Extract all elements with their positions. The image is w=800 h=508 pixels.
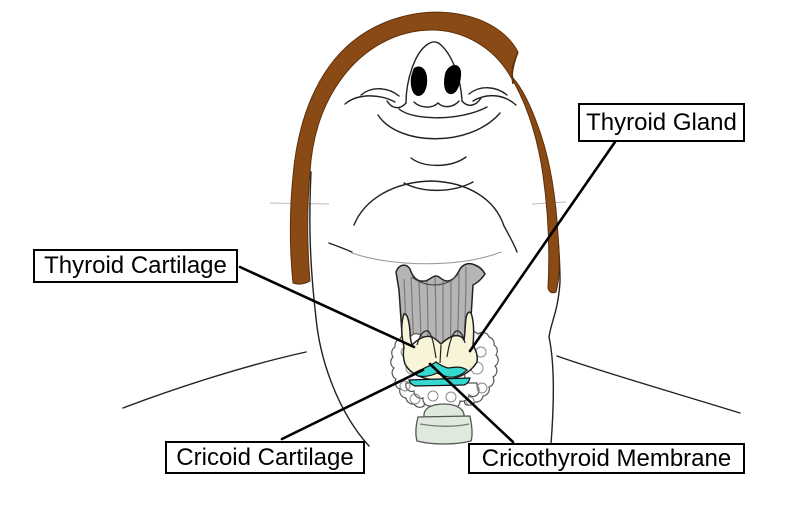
hair — [289, 11, 560, 294]
midline-crease — [439, 344, 442, 364]
nose-base-left — [413, 101, 439, 108]
right-cheek-arc-1 — [468, 87, 508, 96]
cricoid-cartilage-leader-line — [280, 368, 425, 441]
muscle-fold-line — [411, 273, 459, 286]
trachea-crease-line — [419, 423, 470, 427]
leader-lines — [238, 140, 617, 444]
nose — [386, 41, 482, 109]
cricoid-cartilage-label: Cricoid Cartilage — [176, 443, 354, 471]
cricoid-trachea — [415, 403, 473, 445]
left-cheek-arc-1 — [360, 88, 400, 97]
upper-lip-curve — [398, 106, 488, 119]
cricothyroid-membrane — [408, 361, 471, 387]
right-cheek-arc-2 — [472, 94, 517, 106]
gland-texture-circle — [476, 382, 488, 394]
left-jaw-corner-line — [328, 242, 353, 253]
left-cheek-arc-2 — [344, 95, 396, 105]
left-nostril-icon — [410, 66, 428, 96]
left-shoulder-line — [122, 351, 307, 409]
chin-crease-small — [410, 156, 467, 167]
thyroid-cartilage-label: Thyroid Cartilage — [44, 252, 227, 279]
faint-lines — [269, 201, 567, 205]
gland-texture-circle — [465, 396, 475, 406]
chin-arch-line — [353, 180, 518, 253]
thyroid-cartilage-label-box: Thyroid Cartilage — [33, 249, 238, 283]
cricothyroid-membrane-leader-line — [428, 362, 515, 444]
left-nose-wing — [386, 100, 407, 109]
membrane-lower-band — [408, 377, 471, 387]
face-outline — [122, 87, 741, 447]
right-nose-wing — [461, 97, 482, 106]
thyroid-gland-leader-line — [468, 140, 617, 353]
thyroid-gland-label-box: Thyroid Gland — [578, 103, 745, 142]
gland-texture-circle — [445, 391, 457, 403]
membrane-bowtie — [412, 361, 468, 378]
submental-arc — [351, 251, 502, 265]
thyroid-cartilage-leader-line — [238, 265, 416, 349]
cricothyroid-membrane-label-box: Cricothyroid Membrane — [468, 443, 745, 474]
trachea-segment — [415, 415, 473, 445]
chin-crease-wide — [403, 181, 474, 192]
cricothyroid-membrane-label: Cricothyroid Membrane — [481, 444, 732, 472]
gland-texture-circle — [409, 393, 421, 405]
gland-texture-circle — [427, 390, 439, 402]
thyroid-gland-label: Thyroid Gland — [586, 108, 737, 136]
cartilage-crease-lines — [416, 330, 466, 364]
right-nostril-icon — [444, 65, 462, 95]
strap-muscle-body — [395, 262, 486, 358]
right-shoulder-line — [556, 355, 741, 414]
left-lamina-arch — [416, 330, 437, 359]
trachea-upper-ring — [423, 403, 465, 418]
nose-base-right — [437, 100, 460, 108]
right-lamina-arch — [446, 330, 466, 358]
hair-notch-line — [511, 51, 519, 85]
cricoid-cartilage-label-box: Cricoid Cartilage — [165, 441, 365, 474]
gland-texture-circle — [399, 380, 411, 392]
mouth-frown-curve — [377, 112, 501, 140]
